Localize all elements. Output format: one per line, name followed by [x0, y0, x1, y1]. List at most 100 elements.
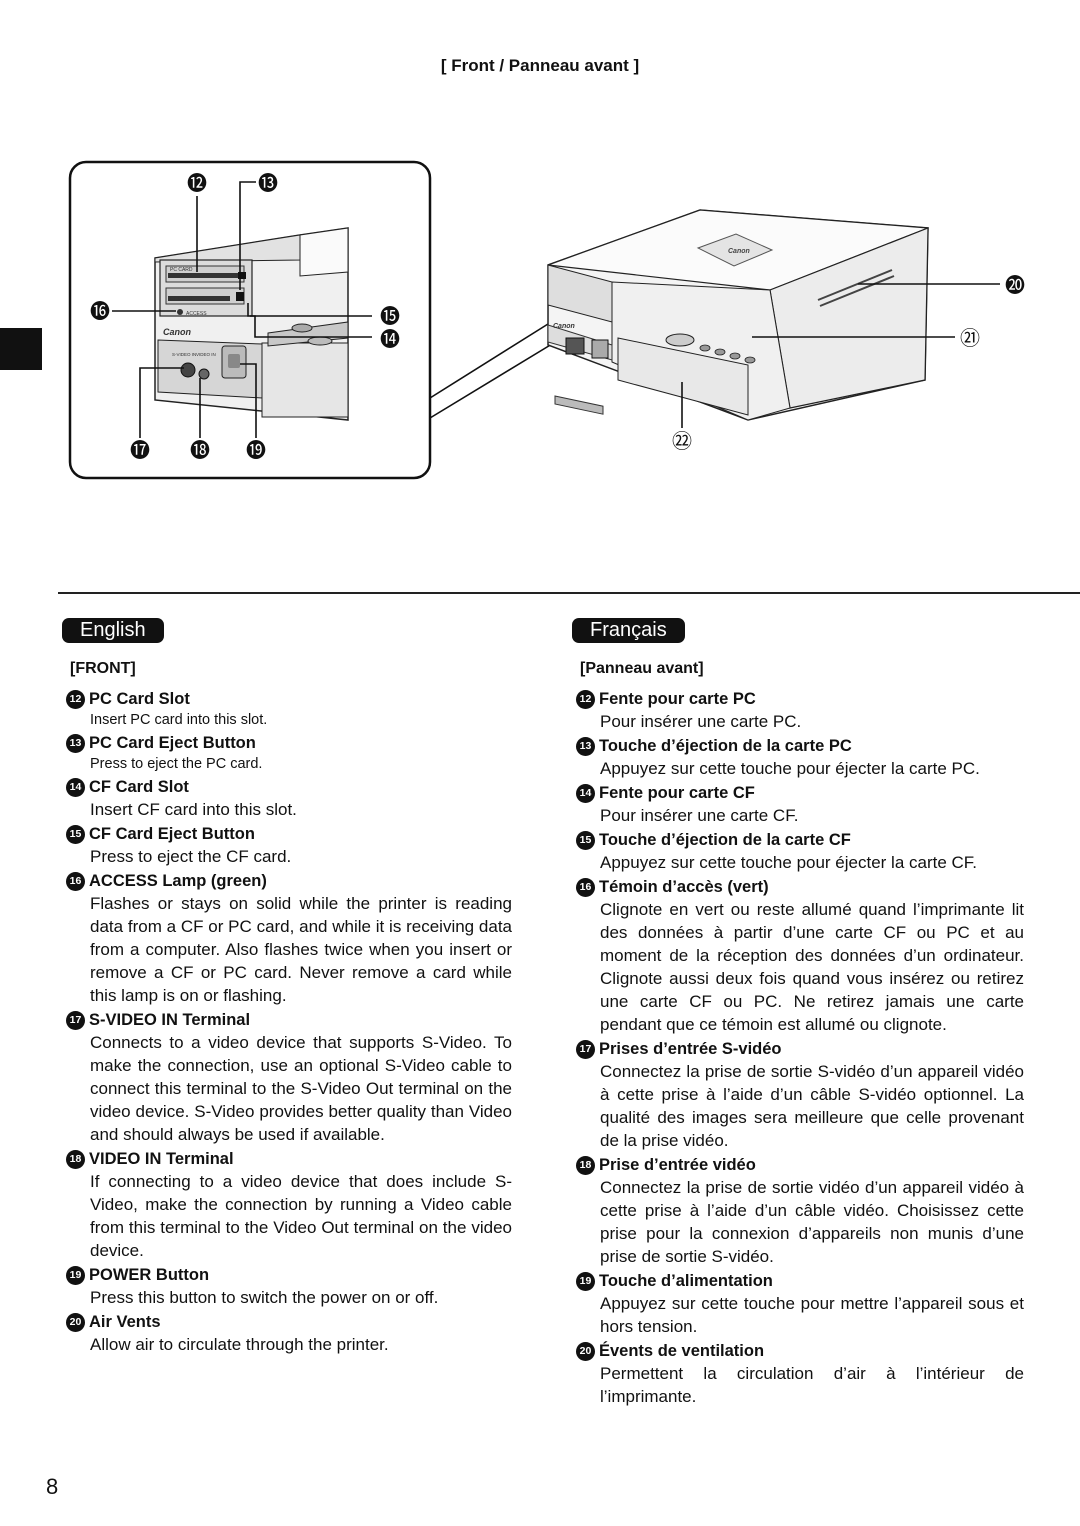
item-description: Permettent la circulation d’air à l’inté… [600, 1364, 1024, 1406]
number-badge: 13 [576, 736, 595, 756]
item-title: Fente pour carte PC [599, 690, 756, 708]
number-badge: 17 [576, 1039, 595, 1059]
closeup-device: PC CARD CF CARD ACCESS Canon S-VIDEO IN … [154, 227, 349, 421]
callout-13: ⓭ [258, 172, 278, 195]
number-badge: 17 [66, 1010, 85, 1030]
item-description: Appuyez sur cette touche pour éjecter la… [600, 759, 980, 778]
item-description: Clignote en vert ou reste allumé quand l… [600, 900, 1024, 1034]
number-badge: 19 [576, 1271, 595, 1291]
item-title: CF Card Slot [89, 778, 189, 796]
callout-21: ㉑ [960, 327, 980, 350]
brand-logo-top: Canon [728, 248, 750, 255]
item-title: Touche d’éjection de la carte PC [599, 737, 852, 755]
item-description: Insert PC card into this slot. [90, 712, 268, 728]
number-badge: 19 [66, 1265, 85, 1285]
number-badge: 12 [576, 689, 595, 709]
callout-15: ⓯ [380, 305, 400, 328]
number-badge: 15 [576, 830, 595, 850]
english-badge: English [62, 618, 164, 643]
section-divider [58, 592, 1080, 594]
number-badge: 14 [576, 783, 595, 803]
item-title: Témoin d’accès (vert) [599, 878, 769, 896]
item-description: Appuyez sur cette touche pour éjecter la… [600, 853, 978, 872]
english-section-title: [FRONT] [70, 660, 136, 677]
item-description: Connectez la prise de sortie S-vidéo d’u… [600, 1062, 1024, 1150]
access-label: ACCESS [186, 311, 207, 317]
page-number: 8 [46, 1474, 59, 1499]
french-section-title: [Panneau avant] [580, 660, 704, 677]
item-title: Air Vents [89, 1313, 161, 1331]
number-badge: 20 [576, 1341, 595, 1361]
callout-22: ㉒ [672, 430, 692, 453]
callout-12: ⓬ [187, 172, 207, 195]
number-badge: 18 [576, 1155, 595, 1175]
item-title: CF Card Eject Button [89, 825, 255, 843]
number-badge: 16 [576, 877, 595, 897]
callout-16: ⓰ [90, 300, 110, 323]
number-badge: 16 [66, 871, 85, 891]
item-title: PC Card Eject Button [89, 734, 256, 752]
number-badge: 18 [66, 1149, 85, 1169]
item-title: Prise d’entrée vidéo [599, 1156, 756, 1174]
number-badge: 14 [66, 777, 85, 797]
item-title: Évents de ventilation [599, 1342, 765, 1360]
callout-20: ⓴ [1005, 274, 1025, 297]
item-title: VIDEO IN Terminal [89, 1150, 234, 1168]
item-description: Allow air to circulate through the print… [90, 1335, 389, 1354]
callout-14: ⓮ [380, 328, 400, 351]
item-description: Insert CF card into this slot. [90, 800, 297, 819]
item-title: ACCESS Lamp (green) [89, 872, 267, 890]
video-terminal-icon [198, 368, 210, 380]
number-badge: 12 [66, 689, 85, 709]
item-title: Touche d’alimentation [599, 1272, 773, 1290]
callout-18: ⓲ [190, 439, 210, 462]
item-title: Fente pour carte CF [599, 784, 755, 802]
item-description: Connectez la prise de sortie vidéo d’un … [600, 1178, 1024, 1266]
item-title: POWER Button [89, 1266, 210, 1284]
item-description: Press to eject the PC card. [90, 756, 263, 772]
item-title: Prises d’entrée S-vidéo [599, 1040, 782, 1058]
section-tab-marker [0, 328, 42, 370]
printer-front-figure: PC CARD CF CARD ACCESS Canon S-VIDEO IN … [68, 160, 1025, 480]
item-description: Press to eject the CF card. [90, 847, 292, 866]
callout-17: ⓱ [130, 439, 150, 462]
page-heading: [ Front / Panneau avant ] [440, 56, 640, 75]
number-badge: 15 [66, 824, 85, 844]
number-badge: 13 [66, 733, 85, 753]
item-description: Pour insérer une carte PC. [600, 712, 802, 731]
s-video-in-label: S-VIDEO IN [172, 352, 196, 357]
item-description: Press this button to switch the power on… [90, 1288, 439, 1307]
item-description: Appuyez sur cette touche pour mettre l’a… [600, 1294, 1024, 1336]
brand-logo-front: Canon [553, 323, 575, 330]
s-video-terminal-icon [180, 362, 196, 378]
item-description: Connects to a video device that supports… [90, 1033, 512, 1144]
video-in-label: VIDEO IN [196, 352, 216, 357]
french-badge: Français [572, 618, 685, 643]
callout-19: ⓳ [246, 439, 266, 462]
item-title: S-VIDEO IN Terminal [89, 1011, 251, 1029]
item-description: Flashes or stays on solid while the prin… [90, 894, 512, 1005]
item-title: PC Card Slot [89, 690, 190, 708]
item-description: Pour insérer une carte CF. [600, 806, 799, 825]
item-description: If connecting to a video device that doe… [90, 1172, 512, 1260]
number-badge: 20 [66, 1312, 85, 1332]
